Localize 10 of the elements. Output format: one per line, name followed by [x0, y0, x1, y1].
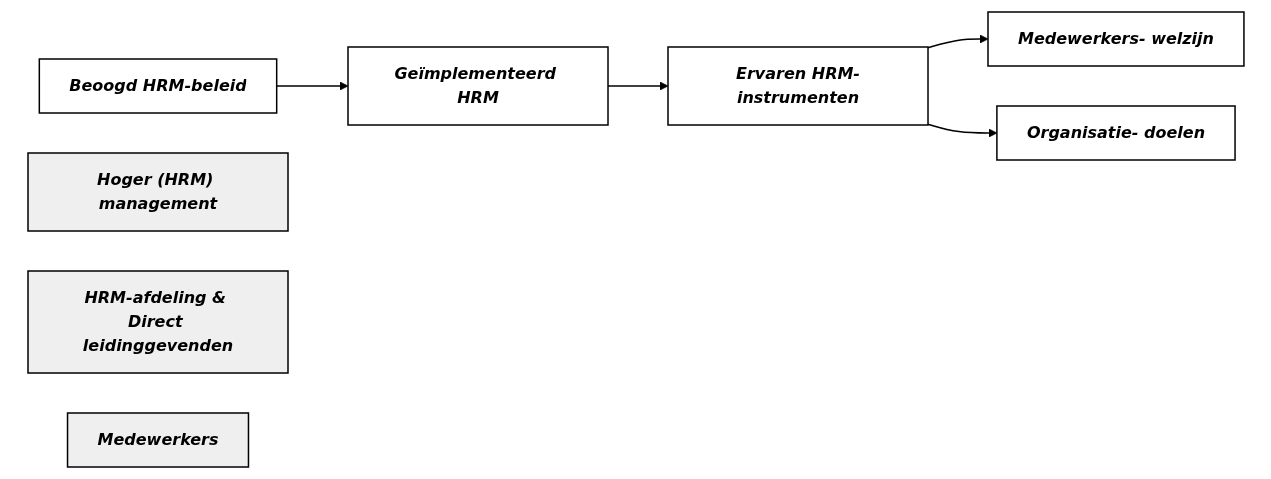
node-box: Beoogd HRM-beleid [38, 58, 277, 114]
node-box: Geïmplementeerd HRM [346, 46, 609, 126]
node-box: Organisatie- doelen [995, 105, 1236, 161]
node-box: Medewerkers [66, 412, 249, 468]
node-box: Hoger (HRM) management [26, 152, 289, 232]
node-box: Ervaren HRM-instrumenten [666, 46, 929, 126]
arrow [926, 34, 988, 49]
node-box: HRM-afdeling & Direct leidinggevenden [26, 270, 289, 374]
arrow [926, 123, 997, 138]
node-box: Medewerkers- welzijn [986, 11, 1245, 67]
